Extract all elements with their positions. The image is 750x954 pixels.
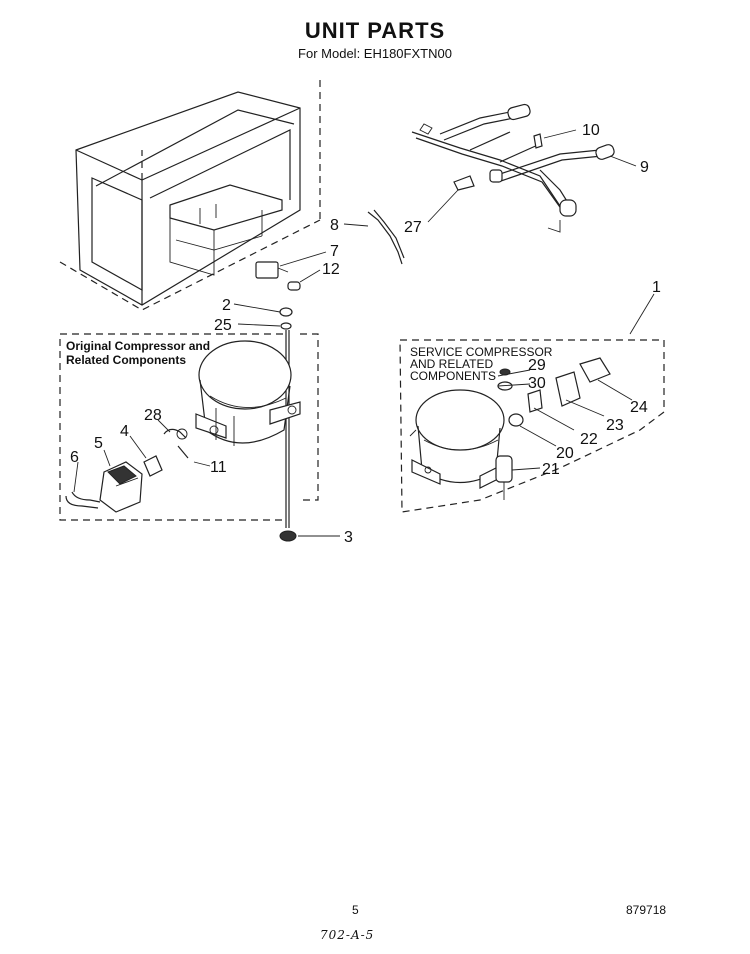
service-box-label-line3: COMPONENTS <box>410 369 496 383</box>
relay-part-5 <box>99 461 143 513</box>
clip-part-22 <box>527 389 543 413</box>
callout-25: 25 <box>214 317 232 334</box>
service-box-label-line2: AND RELATED <box>410 357 493 371</box>
service-compressor-box <box>399 339 665 513</box>
original-compressor <box>195 340 301 446</box>
wiring-harness <box>411 103 615 233</box>
page-title: UNIT PARTS <box>304 18 446 43</box>
relay-part-23 <box>555 371 581 407</box>
clip-part-6 <box>65 491 101 509</box>
page-number: 5 <box>352 903 359 917</box>
callout-10: 10 <box>582 122 600 139</box>
overload-part-4 <box>143 455 163 477</box>
callout-6: 6 <box>70 449 79 466</box>
original-box-label-line1: Original Compressor and <box>66 339 210 353</box>
drier-part-8 <box>367 211 403 265</box>
callout-1: 1 <box>652 279 661 296</box>
callout-3: 3 <box>344 529 353 546</box>
relay-part-7 <box>255 261 301 291</box>
callout-12: 12 <box>322 261 340 278</box>
bracket-part-24 <box>579 357 611 383</box>
callout-28: 28 <box>144 407 162 424</box>
grommet-part-20 <box>508 413 524 427</box>
document-number: 879718 <box>626 903 667 917</box>
callout-4: 4 <box>120 423 129 440</box>
callout-22: 22 <box>580 431 598 448</box>
callout-8: 8 <box>330 217 339 234</box>
callout-11: 11 <box>210 459 227 476</box>
handwritten-note: 702-A-5 <box>320 928 375 942</box>
callout-24: 24 <box>630 399 648 416</box>
leader-lines <box>73 129 655 537</box>
original-compressor-box <box>59 333 319 521</box>
cabinet-housing <box>59 80 321 311</box>
clip-part-28 <box>163 428 187 439</box>
original-box-label-line2: Related Components <box>66 353 186 367</box>
callout-29: 29 <box>528 357 546 374</box>
service-compressor <box>409 389 505 489</box>
callout-21: 21 <box>542 461 560 478</box>
callout-2: 2 <box>222 297 231 314</box>
callout-20: 20 <box>556 445 574 462</box>
mounting-stud-assembly <box>279 307 297 542</box>
capacitor-part-21 <box>495 455 513 500</box>
callout-30: 30 <box>528 375 546 392</box>
model-subtitle: For Model: EH180FXTN00 <box>298 46 452 61</box>
service-box-label-line1: SERVICE COMPRESSOR <box>410 345 553 359</box>
callout-5: 5 <box>94 435 103 452</box>
callout-27: 27 <box>404 219 422 236</box>
callout-9: 9 <box>640 159 649 176</box>
callout-23: 23 <box>606 417 624 434</box>
wire-part-11 <box>177 445 189 459</box>
callout-7: 7 <box>330 243 339 260</box>
